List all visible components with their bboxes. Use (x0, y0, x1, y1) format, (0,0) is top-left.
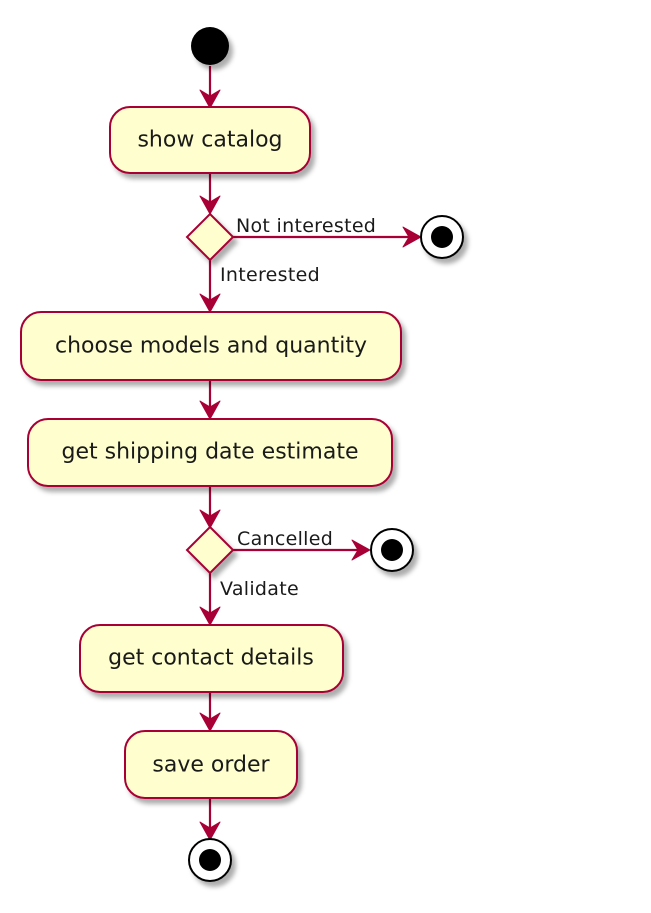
guard-interested: Interested (220, 264, 320, 286)
end-node-not-interested (420, 215, 464, 259)
arrowheads (199, 89, 422, 841)
arrowhead-icon (199, 195, 221, 215)
guard-not-interested: Not interested (236, 215, 376, 237)
decision-node-confirm (185, 525, 235, 575)
action-shipping-estimate: get shipping date estimate (27, 418, 393, 487)
arrowhead-icon (199, 509, 221, 529)
arrowhead-icon (199, 712, 221, 732)
start-node (191, 27, 229, 65)
decision-node-interest (185, 212, 235, 262)
action-choose-models: choose models and quantity (20, 311, 402, 381)
end-node-final (188, 838, 232, 882)
arrowhead-icon (199, 293, 221, 313)
action-save-order: save order (124, 730, 298, 799)
arrowhead-icon (199, 400, 221, 420)
action-show-catalog: show catalog (109, 106, 311, 174)
arrowhead-icon (402, 226, 422, 248)
arrowhead-icon (199, 821, 221, 841)
arrowhead-icon (199, 606, 221, 626)
action-show-catalog-label: show catalog (137, 128, 282, 153)
guard-validate: Validate (220, 578, 299, 600)
action-save-order-label: save order (152, 753, 270, 778)
action-choose-models-label: choose models and quantity (55, 334, 367, 359)
action-contact-details: get contact details (79, 624, 344, 693)
guard-cancelled: Cancelled (237, 528, 333, 550)
action-shipping-estimate-label: get shipping date estimate (62, 440, 359, 465)
action-contact-details-label: get contact details (108, 646, 314, 671)
arrowhead-icon (351, 539, 371, 561)
arrowhead-icon (199, 89, 221, 109)
end-node-cancelled (370, 528, 414, 572)
